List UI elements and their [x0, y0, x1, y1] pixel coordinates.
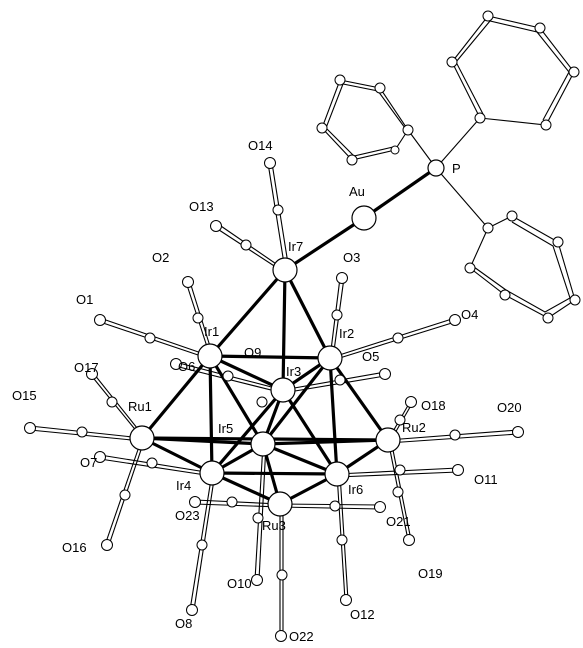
phenyl-ring-top-right	[435, 10, 580, 169]
label-o17: O17	[74, 360, 99, 375]
label-o23: O23	[175, 508, 200, 523]
label-ir7: Ir7	[288, 239, 303, 254]
label-au: Au	[349, 184, 365, 199]
label-o7: O7	[80, 455, 97, 470]
label-o22: O22	[289, 629, 314, 644]
label-o5: O5	[362, 349, 379, 364]
label-ir4: Ir4	[176, 478, 191, 493]
label-o16: O16	[62, 540, 87, 555]
label-o2: O2	[152, 250, 169, 265]
label-ir5: Ir5	[218, 421, 233, 436]
label-o15: O15	[12, 388, 37, 403]
label-o9: O9	[244, 345, 261, 360]
metal-atoms	[129, 159, 445, 517]
label-ru2: Ru2	[402, 420, 426, 435]
label-o14: O14	[248, 138, 273, 153]
label-o10: O10	[227, 576, 252, 591]
label-o19: O19	[418, 566, 443, 581]
phenyl-ring-right	[435, 167, 581, 324]
label-o3: O3	[343, 250, 360, 265]
label-o18: O18	[421, 398, 446, 413]
phenyl-ring-top-left	[316, 74, 437, 169]
label-o12: O12	[350, 607, 375, 622]
label-o20: O20	[497, 400, 522, 415]
label-ru3: Ru3	[262, 518, 286, 533]
label-o21: O21	[386, 514, 411, 529]
label-ru1: Ru1	[128, 399, 152, 414]
label-o11: O11	[474, 472, 498, 487]
label-ir1: Ir1	[204, 324, 219, 339]
label-o8: O8	[175, 616, 192, 631]
label-ir2: Ir2	[339, 326, 354, 341]
carbonyl-atoms	[24, 157, 524, 642]
label-o4: O4	[461, 307, 478, 322]
label-p: P	[452, 161, 461, 176]
label-ir6: Ir6	[348, 482, 363, 497]
label-o6: O6	[178, 359, 195, 374]
label-ir3: Ir3	[286, 364, 301, 379]
label-o1: O1	[76, 292, 93, 307]
label-o13: O13	[189, 199, 214, 214]
atom-labels: P Au Ir7 Ir1 Ir2 Ir3 Ir4 Ir5 Ir6 Ru1 Ru2…	[12, 138, 522, 644]
